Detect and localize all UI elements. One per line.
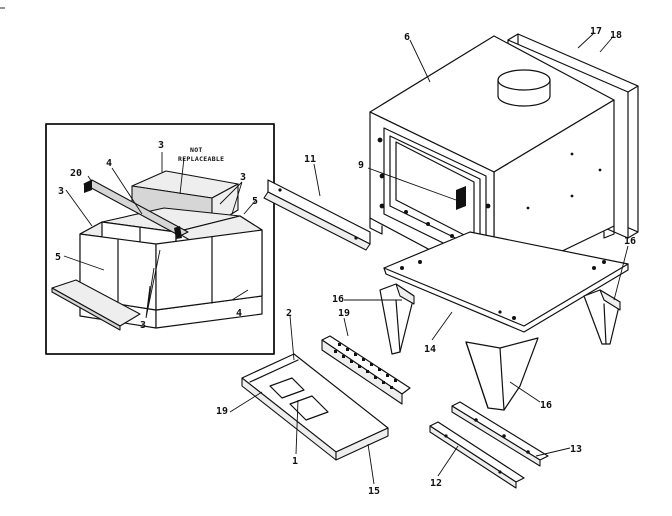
label-3-top: 3 xyxy=(158,140,164,151)
label-15: 15 xyxy=(368,486,380,497)
ash-tray xyxy=(241,353,389,461)
label-16-right: 16 xyxy=(624,236,636,247)
label-6: 6 xyxy=(404,32,410,43)
label-5-right: 5 xyxy=(252,196,258,207)
inset-frame xyxy=(45,123,275,355)
label-20: 20 xyxy=(70,168,82,179)
label-2: 2 xyxy=(286,308,292,319)
bottom-plate xyxy=(383,231,629,333)
label-17: 17 xyxy=(590,26,602,37)
label-3-left: 3 xyxy=(58,186,64,197)
support-bar xyxy=(83,179,189,239)
label-19-tray: 19 xyxy=(216,406,228,417)
flue-collar xyxy=(497,69,551,107)
label-3-bottom: 3 xyxy=(140,320,146,331)
label-16-left: 16 xyxy=(332,294,344,305)
label-3-baffle: 3 xyxy=(240,172,246,183)
label-4-bar: 4 xyxy=(106,158,112,169)
label-11: 11 xyxy=(304,154,316,165)
leg-front xyxy=(465,337,539,411)
air-slide-panel xyxy=(321,335,411,405)
label-13: 13 xyxy=(570,444,582,455)
label-19-panel: 19 xyxy=(338,308,350,319)
trim-strip xyxy=(263,179,371,251)
leader-lines xyxy=(229,33,629,485)
bracket-12 xyxy=(429,421,525,489)
leg-left xyxy=(379,283,415,355)
label-12: 12 xyxy=(430,478,442,489)
label-5-left: 5 xyxy=(55,252,61,263)
firebrick-inset: NOT REPLACEABLE 20 4 3 3 3 5 5 4 3 xyxy=(45,123,275,355)
label-1: 1 xyxy=(292,456,298,467)
not-replaceable-note-line2: REPLACEABLE xyxy=(178,155,224,163)
front-bricks xyxy=(79,229,263,329)
bracket-13 xyxy=(451,401,549,467)
label-16-front: 16 xyxy=(540,400,552,411)
label-9: 9 xyxy=(358,160,364,171)
label-18: 18 xyxy=(610,30,622,41)
ash-lip xyxy=(51,279,141,331)
label-4-front: 4 xyxy=(236,308,242,319)
leg-right xyxy=(583,289,621,345)
not-replaceable-note-line1: NOT xyxy=(190,146,203,154)
label-14: 14 xyxy=(424,344,436,355)
